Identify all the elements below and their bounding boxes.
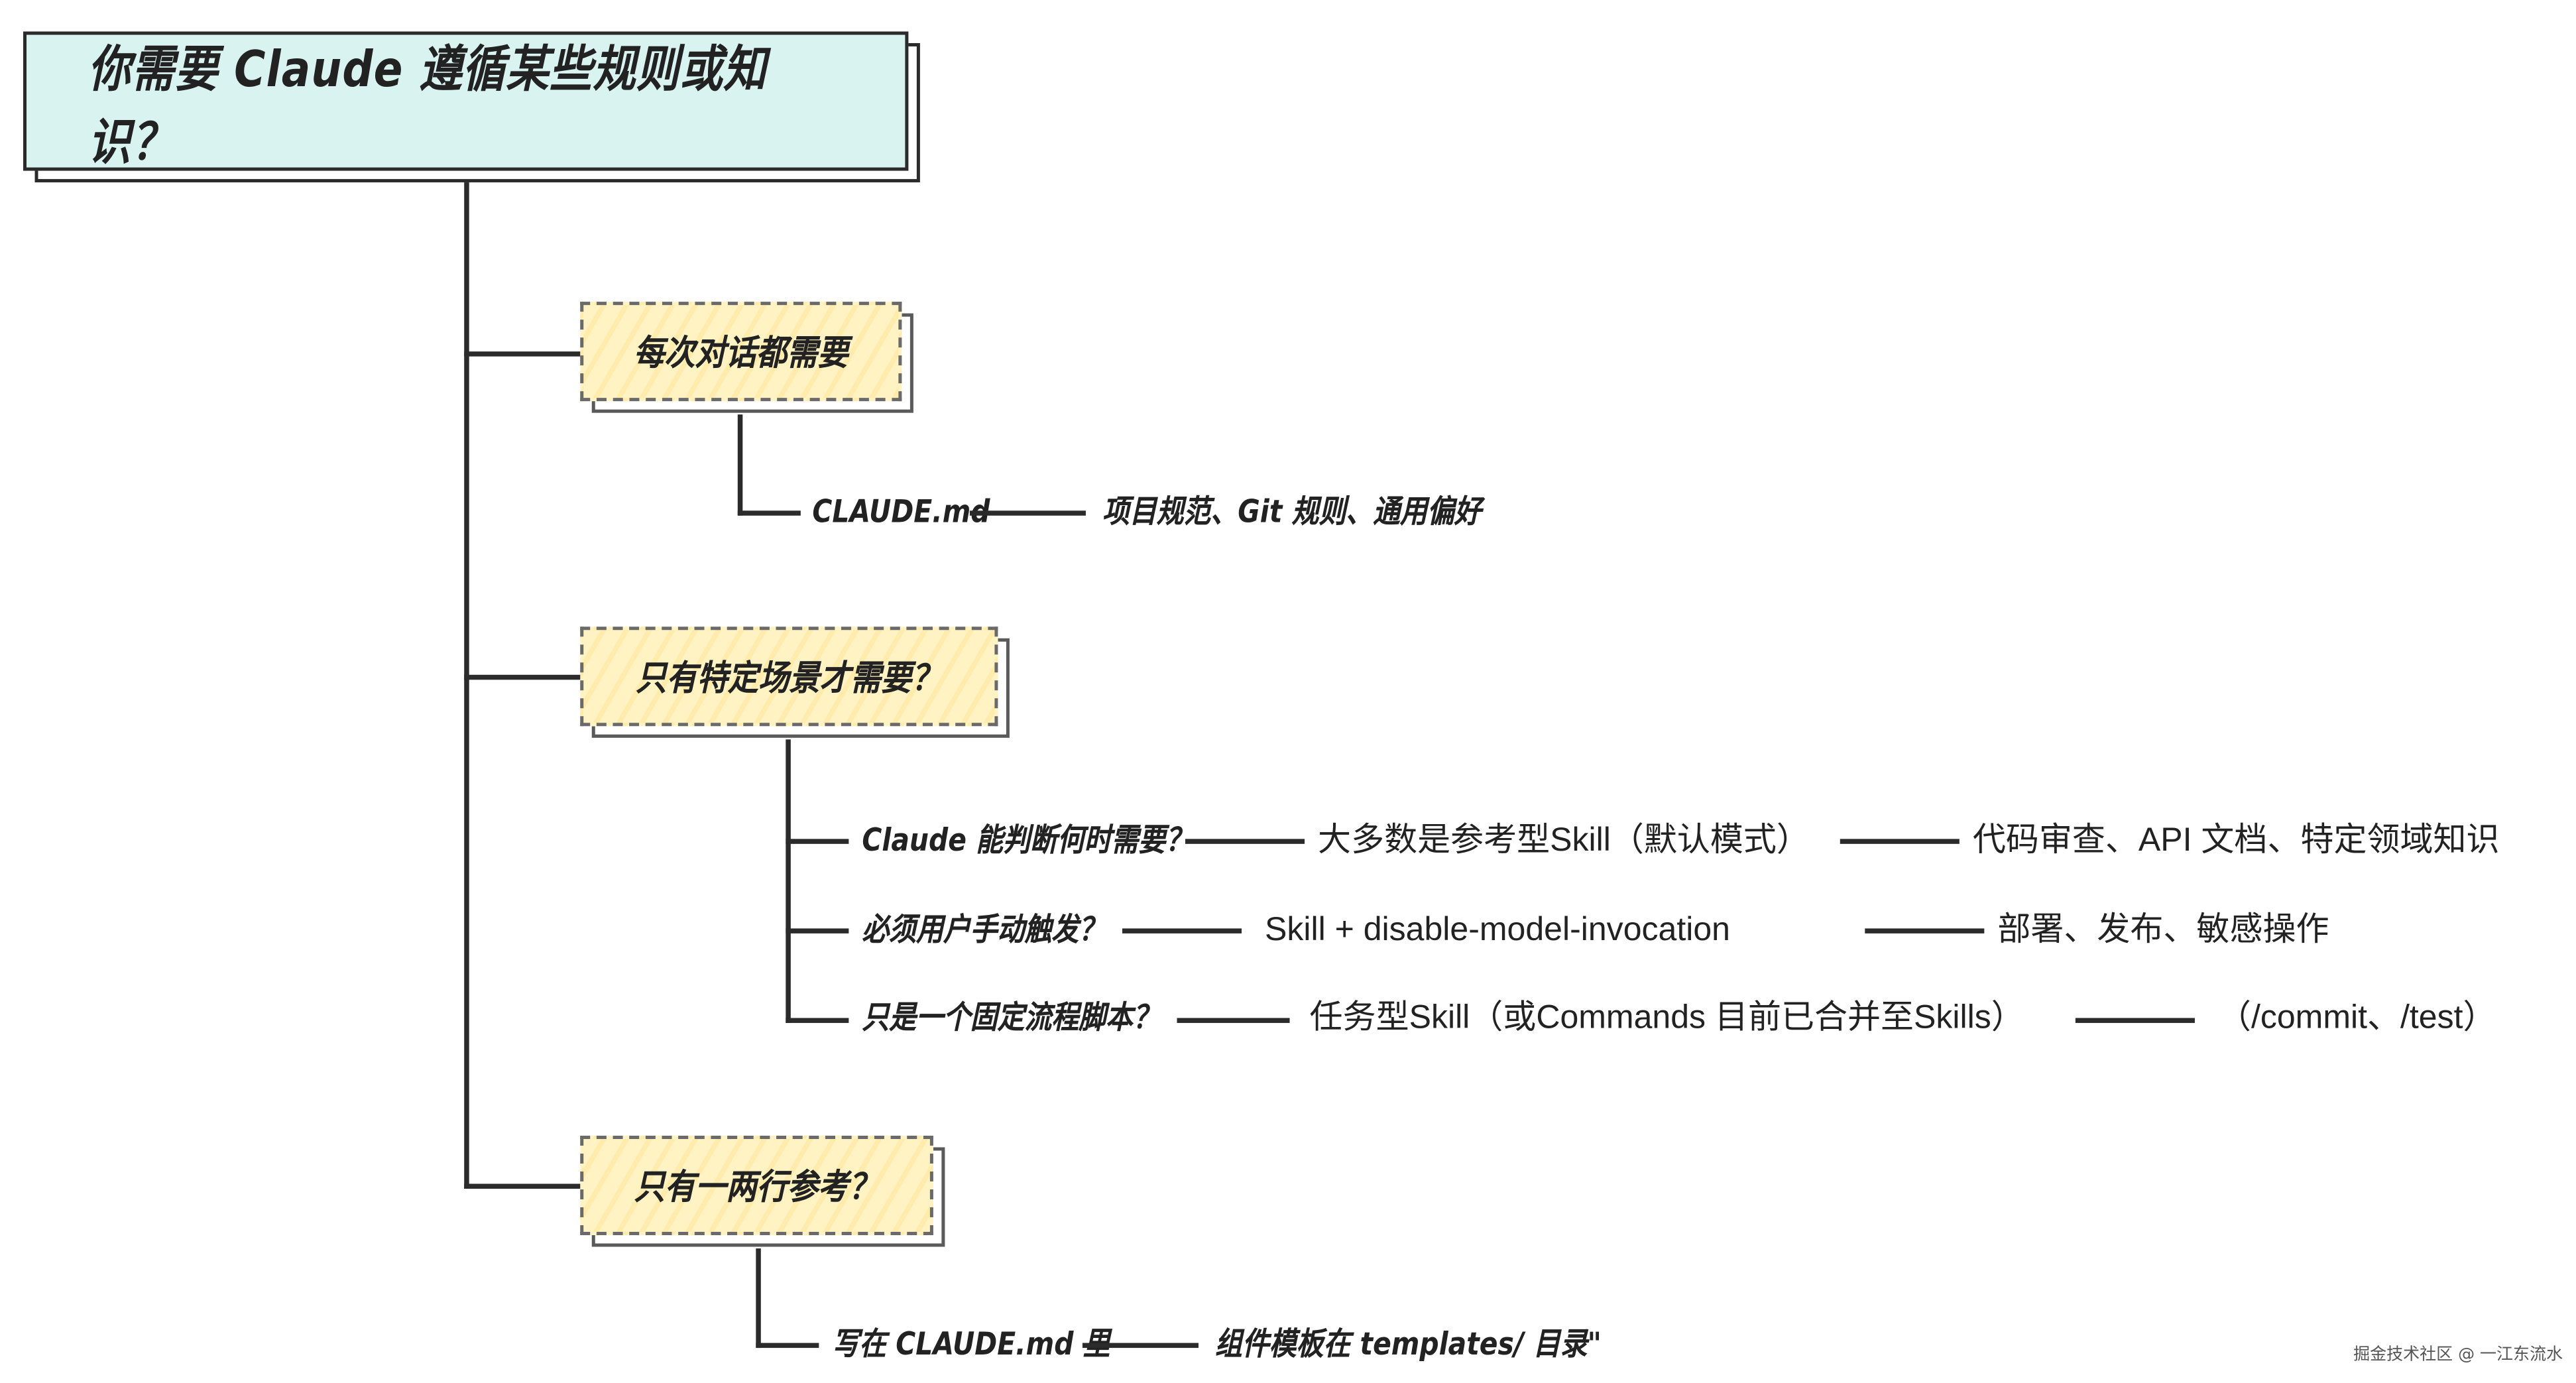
branch-2-row-1-example: 代码审查、API 文档、特定领域知识: [1972, 822, 2500, 859]
branch-2-row-1-arrow-2: [1840, 839, 1960, 844]
branch-2-row-3-answer: 任务型Skill（或Commands 目前已合并至Skills）: [1309, 999, 2024, 1036]
branch-3-stem: [756, 1248, 761, 1349]
branch-3-row-1-arrow: [1082, 1343, 1199, 1349]
branch-2-label: 只有特定场景才需要？: [636, 658, 943, 698]
root-title: 你需要 Claude 遵循某些规则或知识？: [88, 41, 767, 173]
branch-3-row-1-answer: 组件模板在 templates/ 目录": [1215, 1326, 1602, 1363]
branch-3-connector: [464, 1183, 584, 1189]
branch-1-stem: [737, 414, 743, 516]
branch-2-row-2-question: 必须用户手动触发？: [862, 912, 1106, 949]
branch-1-row-1-question: CLAUDE.md: [812, 494, 990, 531]
branch-2-row-1-question: Claude 能判断何时需要？: [862, 822, 1193, 859]
branch-2-row-3-arrow-2: [2075, 1018, 2195, 1023]
branch-2-row-1-answer: 大多数是参考型Skill（默认模式）: [1318, 822, 1810, 859]
branch-1-label: 每次对话都需要: [634, 333, 849, 373]
branch-2-row-1-connector: [786, 839, 849, 844]
branch-2-row-3-example: （/commit、/test）: [2217, 999, 2496, 1036]
branch-2-row-2-example: 部署、发布、敏感操作: [1997, 912, 2329, 949]
branch-1-row-1-arrow: [969, 511, 1086, 516]
branch-2-row-2-answer: Skill + disable-model-invocation: [1265, 912, 1730, 949]
branch-2-row-1-arrow-1: [1185, 839, 1305, 844]
branch-2-stem: [786, 739, 791, 1023]
branch-3-label: 只有一两行参考？: [634, 1167, 880, 1207]
branch-2-row-2-arrow-1: [1122, 928, 1242, 933]
branch-3-row-1-question: 写在 CLAUDE.md 里: [832, 1326, 1110, 1363]
branch-2-row-2-arrow-2: [1865, 928, 1985, 933]
watermark: 掘金技术社区 @ 一江东流水: [2353, 1346, 2563, 1365]
branch-2-connector: [464, 674, 584, 680]
root-node: 你需要 Claude 遵循某些规则或知识？: [23, 31, 909, 173]
branch-1-row-1-connector: [737, 511, 801, 516]
branch-2-row-2-connector: [786, 928, 849, 933]
branch-1-row-1-answer: 项目规范、Git 规则、通用偏好: [1102, 494, 1482, 531]
branch-2-node: 只有特定场景才需要？: [580, 627, 998, 727]
branch-1-connector: [464, 351, 584, 357]
branch-2-row-3-question: 只是一个固定流程脚本？: [862, 999, 1160, 1036]
trunk-connector: [464, 182, 469, 1189]
branch-3-node: 只有一两行参考？: [580, 1135, 933, 1236]
branch-1-node: 每次对话都需要: [580, 302, 902, 402]
branch-2-row-3-connector: [786, 1018, 849, 1023]
branch-3-row-1-connector: [756, 1343, 819, 1349]
branch-2-row-3-arrow-1: [1177, 1018, 1290, 1023]
